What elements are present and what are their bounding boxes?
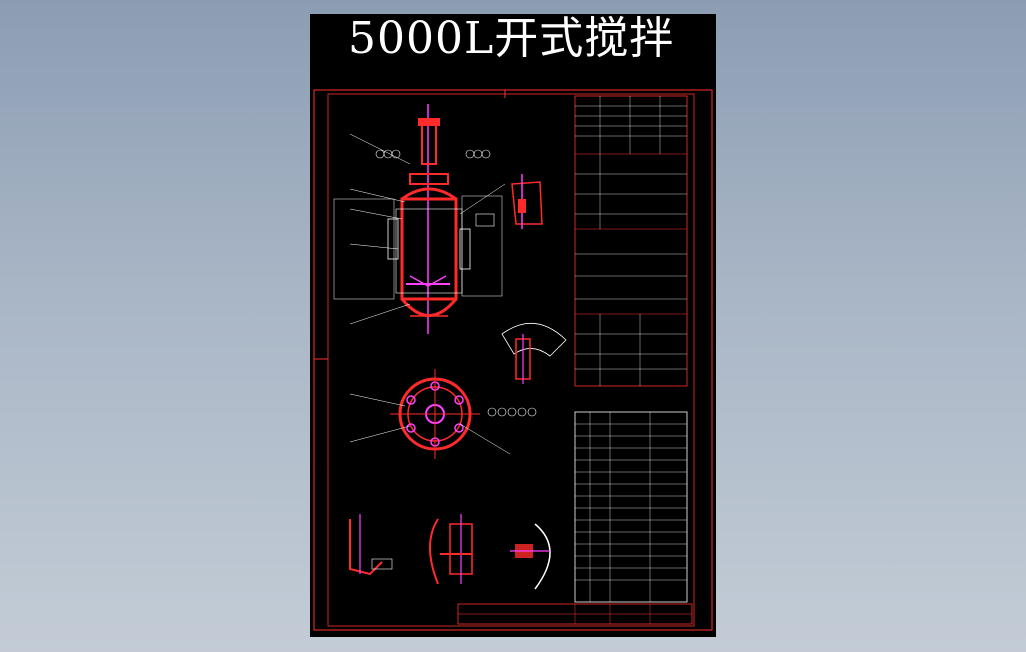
detail-view-a [511, 174, 543, 229]
outer-frame [313, 89, 713, 631]
vessel-shell [400, 197, 458, 301]
vessel-elevation [333, 104, 506, 334]
dimension-box [333, 198, 395, 300]
dimension-box [461, 195, 503, 297]
detail-view-b [501, 322, 567, 384]
drawing-title: 5000L开式搅拌 [348, 13, 675, 64]
detail-view-c [349, 514, 393, 576]
parts-list-lower [574, 411, 688, 603]
vessel-plan-view [349, 369, 537, 459]
cad-drawing [313, 89, 713, 631]
inner-frame [327, 93, 695, 627]
bottom-head [400, 298, 458, 317]
top-head [401, 187, 457, 201]
detail-view-e [510, 523, 551, 590]
detail-view-d [429, 514, 473, 585]
drawing-sheet [310, 14, 716, 637]
title-block [457, 603, 693, 625]
jacket [395, 208, 463, 294]
motor-flange [418, 118, 440, 126]
parts-list-upper [574, 95, 688, 387]
drive-stand [421, 123, 437, 165]
